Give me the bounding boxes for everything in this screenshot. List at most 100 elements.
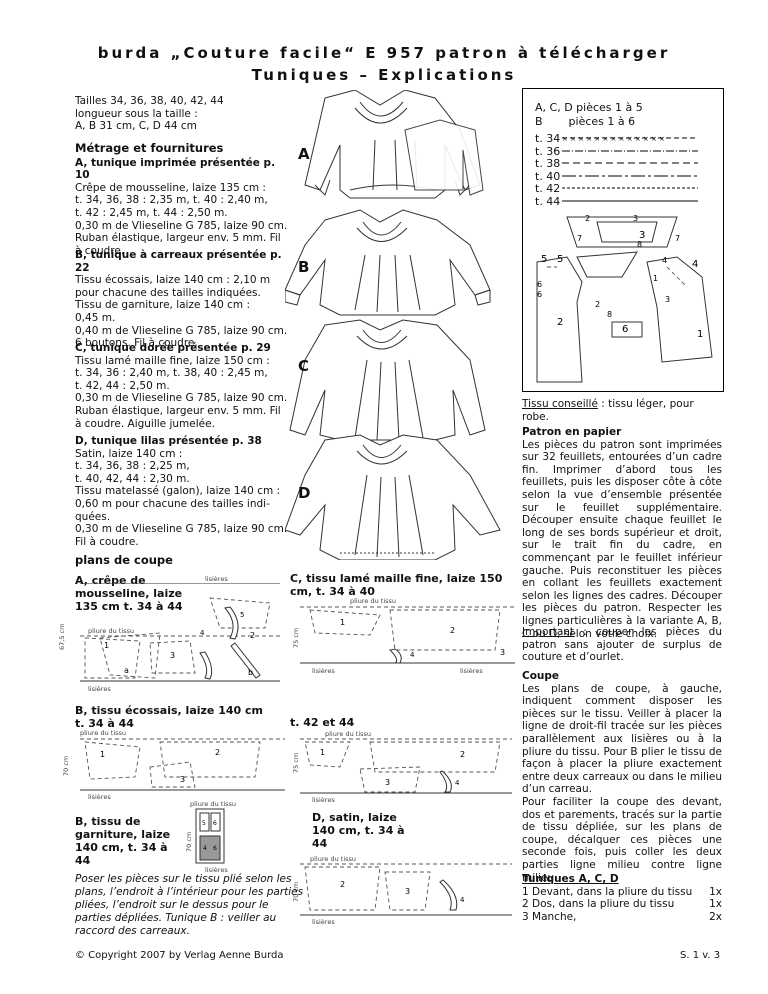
svg-text:2: 2 xyxy=(595,300,600,309)
plan-a-num: a xyxy=(124,666,129,675)
sizes-label: Tailles 34, 36, 38, 40, 42, 44 xyxy=(75,95,224,107)
svg-text:2: 2 xyxy=(585,214,590,223)
fashion-sketches xyxy=(285,90,501,560)
plan-d-lisieres: lisières xyxy=(312,918,335,926)
svg-text:2: 2 xyxy=(460,750,465,759)
svg-text:3: 3 xyxy=(405,887,410,896)
d-heading: D, tunique lilas présentée p. 38 xyxy=(75,435,262,447)
svg-text:7: 7 xyxy=(577,234,582,243)
svg-text:6: 6 xyxy=(537,280,542,289)
svg-text:1: 1 xyxy=(653,274,658,283)
d-line: Fil à coudre. xyxy=(75,535,139,548)
plan-a-diagram: 1 2 3 4 5 a b xyxy=(80,583,280,682)
svg-text:1: 1 xyxy=(320,748,325,757)
plan-a-num: 4 xyxy=(200,629,205,637)
svg-text:6: 6 xyxy=(622,324,628,335)
svg-text:1: 1 xyxy=(697,329,703,340)
layout-note: Poser les pièces sur le tissu plié selon… xyxy=(75,873,304,937)
plan-bg-diagram: 5 6 4 6 xyxy=(195,808,225,864)
b-heading: B, tunique à carreaux présentée p. 22 xyxy=(75,249,282,274)
svg-text:4: 4 xyxy=(203,845,207,852)
size-40: t. 40 xyxy=(535,169,561,183)
plan-b-lisieres: lisières xyxy=(88,793,111,801)
length-values: A, B 31 cm, C, D 44 cm xyxy=(75,120,197,133)
plan-a-pliure: pliure du tissu xyxy=(88,627,135,635)
tuniques-block: Tuniques A, C, D 1 Devant, dans la pliur… xyxy=(522,873,722,923)
plan-c-lisieres: lisières xyxy=(312,667,335,675)
plan-a-dim: 67,5 cm xyxy=(58,623,66,650)
plan-c-diagram: 1 2 3 4 xyxy=(300,606,515,664)
plan-a-lisieres-top: lisières xyxy=(205,575,228,583)
length-label: longueur sous la taille : xyxy=(75,107,198,120)
svg-text:8: 8 xyxy=(607,310,612,319)
svg-text:× × × × × × × × × × × × ×: × × × × × × × × × × × × × xyxy=(562,135,665,142)
plan-bg-dim: 70 cm xyxy=(185,831,193,852)
plan-c-lisieres-2: lisières xyxy=(460,667,483,675)
plan-b-title: B, tissu écossais, laize 140 cm t. 34 à … xyxy=(75,704,263,730)
plan-c2-pliure: pliure du tissu xyxy=(325,730,372,738)
a-line: à coudre. xyxy=(75,244,125,257)
plan-c2-title: t. 42 et 44 xyxy=(290,716,355,729)
plan-a-lisieres-bottom: lisières xyxy=(88,685,111,693)
patron-block: Patron en papier Les pièces du patron so… xyxy=(522,426,722,640)
tissu-text: : tissu léger, pour robe. xyxy=(522,398,694,423)
size-34: t. 34 xyxy=(535,132,561,145)
c-line: t. 34, 36 : 2,40 m, t. 38, 40 : 2,45 m, xyxy=(75,367,268,380)
b-line: pour chacune des tailles indiquées. xyxy=(75,286,261,299)
plan-c-pliure: pliure du tissu xyxy=(350,597,397,605)
c-line: Tissu lamé maille fine, laize 150 cm : xyxy=(75,354,270,367)
legend-b: B xyxy=(535,115,543,128)
figure-label-a: A xyxy=(298,145,310,163)
svg-text:3: 3 xyxy=(639,230,645,241)
plan-bg-pliure: pliure du tissu xyxy=(190,800,237,808)
important-block: Important : couper les pièces du patron … xyxy=(522,626,722,664)
svg-text:6: 6 xyxy=(213,820,217,827)
b-line: Tissu écossais, laize 140 cm : 2,10 m xyxy=(75,274,271,287)
coupe-text: Les plans de coupe, à gauche, indiquent … xyxy=(522,682,722,796)
plan-c2-dim: 75 cm xyxy=(292,752,300,773)
svg-text:1: 1 xyxy=(340,618,345,627)
c-line: à coudre. Aiguille jumelée. xyxy=(75,417,215,430)
c-line: t. 42, 44 : 2,50 m. xyxy=(75,379,170,392)
svg-text:4: 4 xyxy=(455,779,460,787)
legend-pieces-b: pièces 1 à 6 xyxy=(568,115,636,128)
metrage-c-block: C, tunique dorée présentée p. 29 Tissu l… xyxy=(75,342,290,430)
plan-d-diagram: 2 3 4 xyxy=(300,863,512,916)
a-line: t. 42 : 2,45 m, t. 44 : 2,50 m. xyxy=(75,206,228,219)
svg-text:5: 5 xyxy=(202,820,206,827)
svg-text:6: 6 xyxy=(213,845,217,852)
b-line: 6 boutons. Fil à coudre. xyxy=(75,337,198,350)
d-line: t. 40, 42, 44 : 2,30 m. xyxy=(75,472,190,485)
d-line: Satin, laize 140 cm : xyxy=(75,447,183,460)
d-line: Tissu matelassé (galon), laize 140 cm : xyxy=(75,485,281,498)
svg-text:3: 3 xyxy=(385,778,390,787)
document-title: burda „Couture facile“ E 957 patron à té… xyxy=(97,44,671,62)
plan-c-title: C, tissu lamé maille fine, laize 150 cm,… xyxy=(290,572,503,598)
a-heading: A, tunique imprimée présentée p. 10 xyxy=(75,156,276,182)
svg-text:4: 4 xyxy=(460,896,465,904)
a-line: 0,30 m de Vlieseline G 785, laize 90 cm. xyxy=(75,219,288,232)
svg-text:4: 4 xyxy=(410,651,415,659)
svg-text:4: 4 xyxy=(692,259,698,270)
plan-bg-title: B, tissu de garniture, laize 140 cm, t. … xyxy=(75,815,171,867)
plan-b-diagram: 1 2 3 xyxy=(80,738,285,791)
metrage-heading: Métrage et fournitures xyxy=(75,141,224,155)
c-line: Ruban élastique, largeur env. 5 mm. Fil xyxy=(75,404,281,417)
plans-heading: plans de coupe xyxy=(75,553,173,567)
coupe-text-2: Pour faciliter la coupe des devant, dos … xyxy=(522,795,722,884)
svg-text:1: 1 xyxy=(100,750,105,759)
svg-text:7: 7 xyxy=(675,234,680,243)
svg-text:2: 2 xyxy=(340,880,345,889)
plan-a-num: 3 xyxy=(170,651,175,660)
plan-b-dim: 70 cm xyxy=(62,755,70,776)
plan-d-title: D, satin, laize 140 cm, t. 34 à 44 xyxy=(312,811,405,850)
metrage-block: Métrage et fournitures A, tunique imprim… xyxy=(75,142,290,257)
plan-c-dim: 75 cm xyxy=(292,627,300,648)
d-line: 0,60 m pour chacune des tailles indi- xyxy=(75,497,270,510)
figure-label-b: B xyxy=(298,258,310,276)
